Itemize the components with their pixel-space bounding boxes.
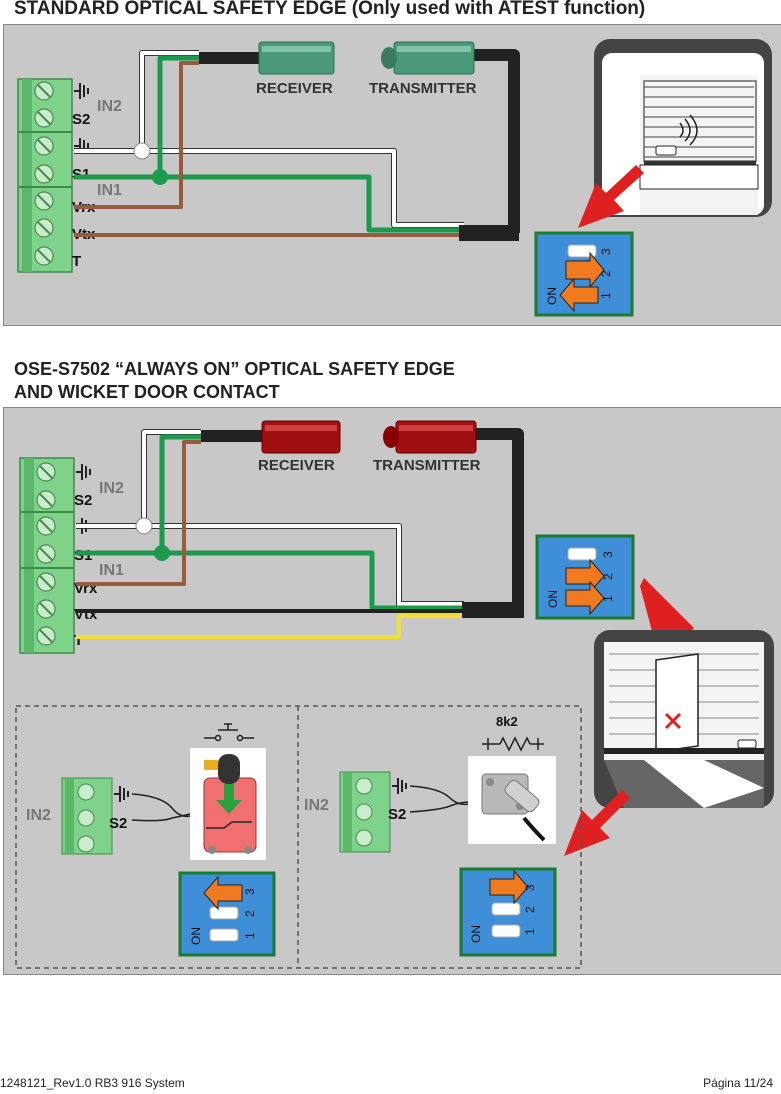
dip-number-2: 2 (523, 906, 537, 913)
section1-title: STANDARD OPTICAL SAFETY EDGE (Only used … (14, 0, 646, 19)
input-label-in2: IN2 (304, 797, 329, 814)
wicket-door-icon (594, 630, 774, 808)
terminal-block (17, 78, 73, 273)
dip-number-1: 1 (599, 292, 613, 299)
terminal-block-small (61, 777, 113, 855)
footer-document-id: 1248121_Rev1.0 RB3 916 System (0, 1076, 185, 1090)
red-arrow-icon (578, 165, 644, 228)
wires (76, 428, 524, 639)
terminal-label-t: T (74, 632, 83, 649)
receiver-label: RECEIVER (258, 457, 335, 474)
dip-switch-left: 3 2 1 ON (178, 871, 276, 957)
terminal-label-vtx: Vtx (74, 606, 98, 623)
terminal-block (19, 457, 75, 654)
arrow-right-icon (489, 869, 529, 905)
wiring-diagram-standard: S2 S1 Vrx Vtx T IN2 IN1 RECEIVER TRANSMI… (17, 39, 772, 317)
dip-switch-main: 3 2 1 ON (535, 534, 635, 620)
dip-number-1: 1 (601, 595, 615, 602)
arrow-right-icon (565, 558, 605, 594)
input-label-in2: IN2 (99, 480, 124, 497)
terminal-block-small (339, 771, 391, 853)
terminal-label-s2: S2 (72, 111, 90, 128)
dip-number-3: 3 (243, 888, 257, 895)
input-label-in1: IN1 (99, 562, 124, 579)
arrow-left-icon (203, 875, 243, 911)
dip-number-1: 1 (523, 928, 537, 935)
red-arrow-icon (564, 790, 630, 856)
receiver-icon (258, 41, 335, 75)
section2-title-line1: OSE-S7502 “ALWAYS ON” OPTICAL SAFETY EDG… (14, 359, 455, 379)
resistor-icon (482, 736, 544, 752)
terminal-label-t: T (72, 253, 81, 270)
section2-title-line2: AND WICKET DOOR CONTACT (14, 382, 280, 402)
wires (74, 49, 520, 241)
dip-number-1: 1 (243, 932, 257, 939)
receiver-icon (261, 420, 341, 454)
terminal-label-s2: S2 (388, 806, 406, 823)
diagram-panel-always-on: S2 S1 Vrx Vtx T IN2 IN1 RECEIVER TRANSMI… (3, 407, 781, 975)
arrow-left-icon (559, 277, 599, 313)
ground-icon (114, 786, 129, 802)
terminal-label-s2: S2 (109, 815, 127, 832)
dip-on-label: ON (546, 590, 560, 608)
diagram-panel-standard: S2 S1 Vrx Vtx T IN2 IN1 RECEIVER TRANSMI… (3, 24, 781, 326)
receiver-label: RECEIVER (256, 80, 333, 97)
transmitter-icon (383, 420, 477, 454)
dip-number-3: 3 (601, 551, 615, 558)
transmitter-icon (381, 41, 475, 75)
terminal-label-s2: S2 (74, 492, 92, 509)
footer-page-number: Página 11/24 (703, 1076, 773, 1090)
ground-icon (392, 778, 407, 794)
limit-switch-icon (190, 748, 266, 860)
dip-number-2: 2 (243, 910, 257, 917)
arrow-right-icon (565, 580, 605, 616)
dip-number-2: 2 (601, 573, 615, 580)
dip-on-label: ON (189, 927, 203, 945)
transmitter-label: TRANSMITTER (369, 80, 477, 97)
input-label-in2: IN2 (26, 807, 51, 824)
dip-on-label: ON (545, 287, 559, 305)
magnetic-contact-icon (468, 756, 556, 844)
wiring-diagram-always-on: S2 S1 Vrx Vtx T IN2 IN1 RECEIVER TRANSMI… (15, 420, 774, 969)
resistor-label: 8k2 (496, 714, 518, 729)
dip-on-label: ON (469, 925, 483, 943)
dip-switch: 3 2 1 ON (534, 231, 634, 317)
dip-number-3: 3 (523, 884, 537, 891)
dip-number-3: 3 (599, 248, 613, 255)
dip-switch-right: 3 2 1 ON (459, 867, 557, 957)
arrow-right-icon (565, 251, 605, 289)
transmitter-label: TRANSMITTER (373, 457, 481, 474)
dip-number-2: 2 (599, 270, 613, 277)
input-label-in2: IN2 (97, 98, 122, 115)
switch-symbol-icon (204, 723, 254, 742)
section2-title: OSE-S7502 “ALWAYS ON” OPTICAL SAFETY EDG… (14, 358, 455, 404)
input-label-in1: IN1 (97, 182, 122, 199)
